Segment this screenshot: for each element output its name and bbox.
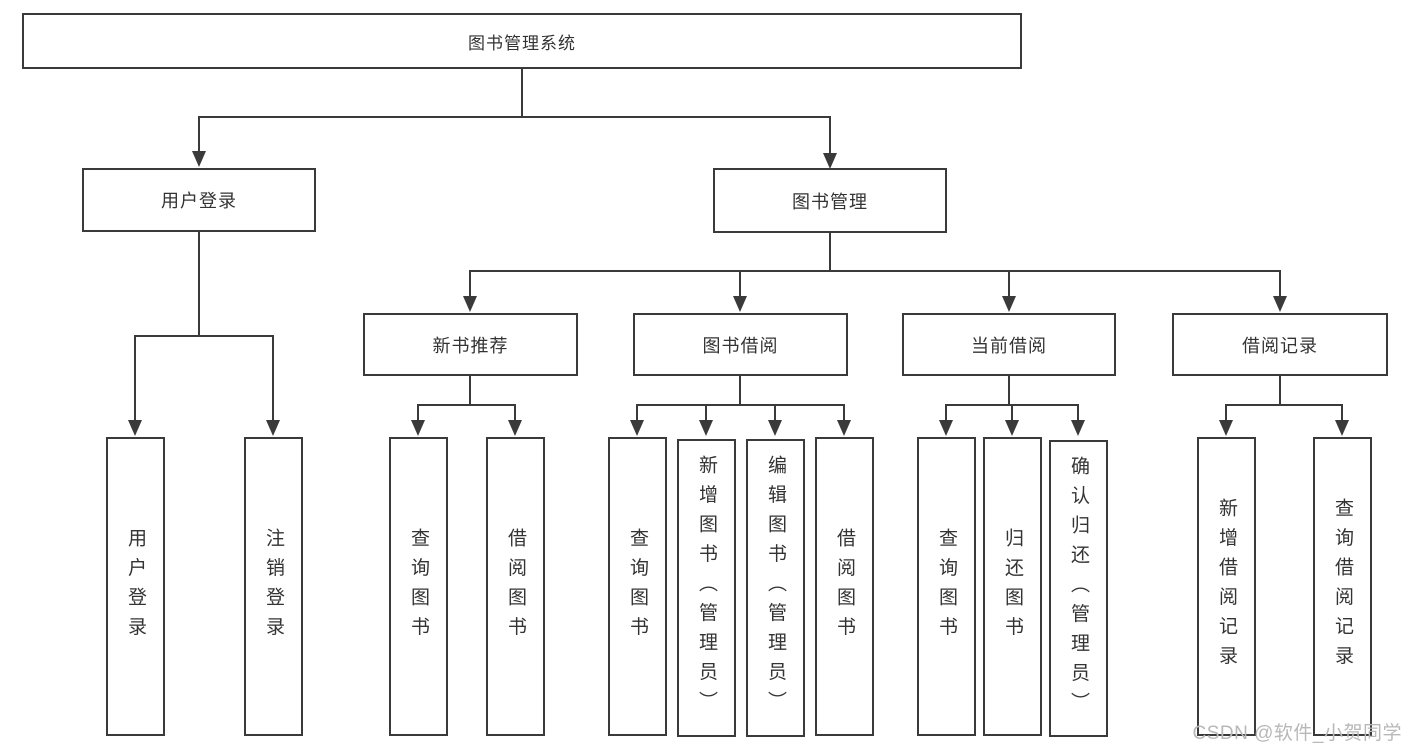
leaf-borrow-books-recommend: 借阅图书 [486,437,545,736]
node-label: 借阅记录 [1242,335,1318,356]
node-label: 图书管理 [792,191,868,212]
leaf-label: 新增图书（管理员） [696,455,717,721]
leaf-label: 查询图书 [936,527,957,646]
leaf-logout-login: 注销登录 [244,437,303,736]
leaf-label: 查询图书 [408,527,429,646]
leaf-add-books-admin: 新增图书（管理员） [677,439,736,737]
node-new-book-recommend: 新书推荐 [363,313,578,376]
leaf-edit-books-admin: 编辑图书（管理员） [746,439,805,737]
node-label: 当前借阅 [971,335,1047,356]
tree-edges [134,68,1343,423]
leaf-label: 确认归还（管理员） [1068,455,1089,722]
leaf-label: 注销登录 [263,527,284,646]
node-label: 图书借阅 [702,335,779,356]
csdn-watermark: CSDN @软件_小贺同学 [1192,723,1402,744]
node-current-borrowing: 当前借阅 [902,313,1116,376]
leaf-user-login: 用户登录 [106,437,165,736]
leaf-label: 用户登录 [125,527,146,646]
leaf-query-books-recommend: 查询图书 [389,437,448,736]
node-borrowing-records: 借阅记录 [1172,313,1388,376]
leaf-label: 编辑图书（管理员） [765,455,786,721]
leaf-label: 借阅图书 [834,527,855,646]
node-library-management-system: 图书管理系统 [22,13,1022,69]
node-user-login: 用户登录 [82,168,316,232]
leaf-return-books: 归还图书 [983,437,1042,736]
leaf-confirm-return-admin: 确认归还（管理员） [1049,440,1108,737]
leaf-query-books-borrow: 查询图书 [608,437,667,736]
node-label: 新书推荐 [432,335,509,356]
node-label: 用户登录 [161,191,237,211]
leaf-query-borrow-record: 查询借阅记录 [1313,437,1372,736]
leaf-label: 新增借阅记录 [1216,498,1237,675]
leaf-add-borrow-record: 新增借阅记录 [1197,437,1256,736]
leaf-label: 查询借阅记录 [1332,498,1353,675]
leaf-label: 借阅图书 [505,527,526,646]
node-label: 图书管理系统 [468,33,576,53]
leaf-borrow-books: 借阅图书 [815,437,874,736]
leaf-label: 查询图书 [627,527,648,646]
node-book-management: 图书管理 [713,168,947,233]
leaf-query-books-current: 查询图书 [917,437,976,736]
node-book-borrowing: 图书借阅 [633,313,848,376]
leaf-label: 归还图书 [1002,527,1023,646]
